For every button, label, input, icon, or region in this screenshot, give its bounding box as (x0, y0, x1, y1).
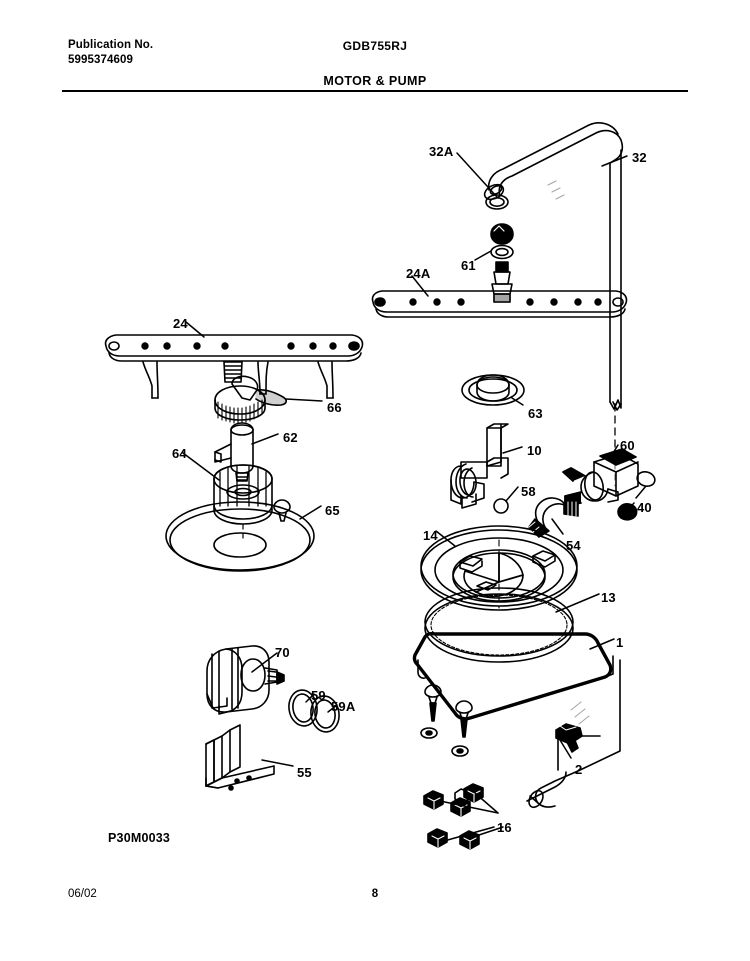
callout-13: 13 (601, 590, 616, 605)
callout-60: 60 (620, 438, 635, 453)
callout-14: 14 (423, 528, 438, 543)
part-13-sump-gasket (425, 588, 573, 662)
part-60-drain-pump (563, 449, 638, 506)
diagram-code: P30M0033 (108, 831, 171, 845)
part-24-lower-spray-arm (106, 335, 363, 398)
callout-70: 70 (275, 645, 290, 660)
footer-page-number: 8 (371, 888, 379, 900)
publication-number: 5995374609 (68, 54, 133, 66)
callout-32: 32 (632, 150, 647, 165)
callout-54: 54 (566, 538, 581, 553)
part-1-tub-sump-lip (418, 656, 613, 678)
drain-tube (526, 660, 620, 810)
part-54-drain-elbow (529, 495, 578, 537)
header-divider (62, 90, 688, 92)
callout-1: 1 (616, 635, 624, 650)
callout-59: 59 (311, 688, 326, 703)
publication-block: Publication No. 5995374609 (68, 38, 153, 68)
part-1-tub-sump (414, 634, 610, 719)
footer-date: 06/02 (68, 888, 97, 900)
section-title: MOTOR & PUMP (323, 74, 427, 88)
leader-lines (183, 153, 646, 841)
part-61-bearing-cap (491, 224, 513, 259)
callout-66: 66 (327, 400, 342, 415)
callout-62: 62 (283, 430, 298, 445)
callout-58: 58 (521, 484, 536, 499)
part-70-motor (207, 646, 284, 714)
mounting-screws (421, 685, 472, 756)
part-24A-upper-spray-arm (372, 291, 626, 317)
part-16-nut-highlights (428, 791, 480, 849)
part-40-plugs (618, 470, 657, 520)
hatch-marks (548, 181, 589, 724)
upper-spray-arm-hub (492, 262, 512, 302)
part-63-seal-washer (462, 375, 524, 405)
part-32-feed-tube (482, 123, 622, 410)
model-number: GDB755RJ (342, 39, 408, 53)
part-59-o-rings (287, 688, 342, 734)
callout-65: 65 (325, 503, 340, 518)
part-64-impeller-housing (214, 465, 272, 524)
part-32A-gasket (486, 195, 508, 209)
callout-64: 64 (172, 446, 187, 461)
callout-55: 55 (297, 765, 312, 780)
callout-24: 24 (173, 316, 188, 331)
callout-40: 40 (637, 500, 652, 515)
callout-61: 61 (461, 258, 476, 273)
callout-63: 63 (528, 406, 543, 421)
part-66-retainer-nut (215, 376, 286, 423)
part-2-clamp (556, 724, 582, 752)
callout-59A: 59A (331, 699, 356, 714)
callout-2: 2 (575, 762, 583, 777)
part-62-bearing-hub (215, 423, 253, 481)
callout-10: 10 (527, 443, 542, 458)
part-65-filter-disc (166, 500, 314, 571)
part-10-check-valve (451, 424, 508, 508)
callout-32A: 32A (429, 144, 454, 159)
publication-label: Publication No. (68, 39, 154, 51)
part-58-check-ball (494, 499, 508, 513)
part-55-motor-bracket (206, 725, 274, 790)
callout-24A: 24A (406, 266, 431, 281)
part-16-nuts (424, 784, 483, 849)
callout-16: 16 (497, 820, 512, 835)
